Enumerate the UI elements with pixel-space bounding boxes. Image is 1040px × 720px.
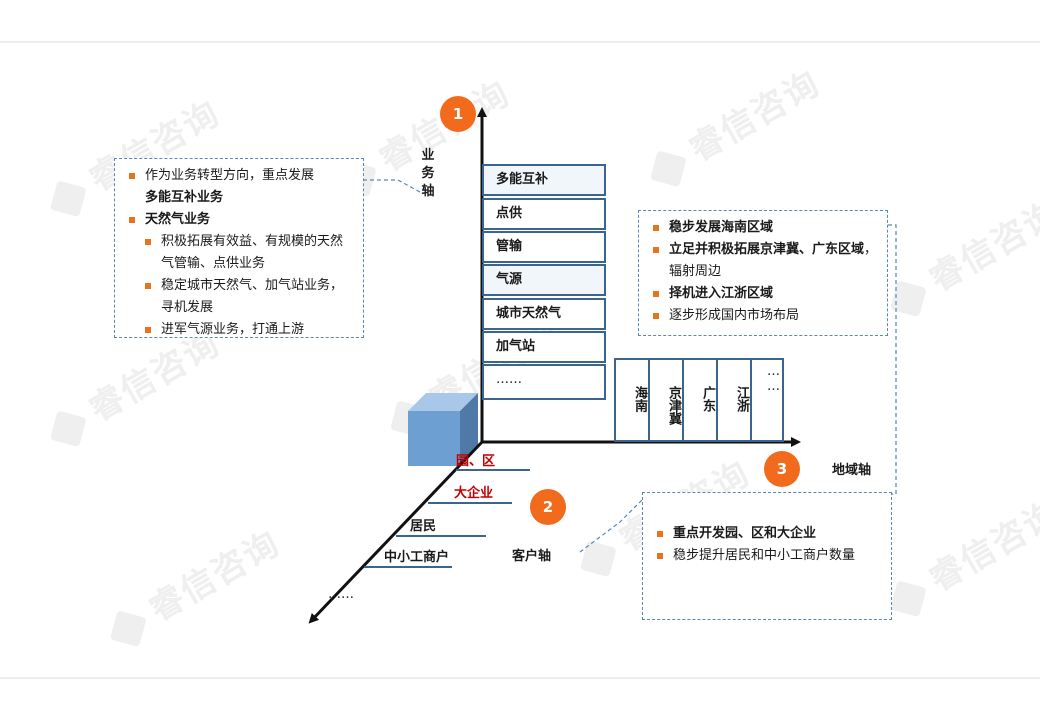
- marker-2: 2: [530, 489, 566, 525]
- customer-strategy-box: 重点开发园、区和大企业 稳步提升居民和中小工商户数量: [642, 492, 892, 620]
- cube-side: [460, 393, 478, 466]
- customer-item: 中小工商户: [384, 550, 450, 565]
- geo-item: ……: [750, 358, 784, 442]
- bullet: 稳步发展海南区域: [647, 217, 879, 239]
- customer-item: 大企业: [454, 486, 494, 501]
- marker-1: 1: [440, 96, 476, 132]
- geo-item: 海南: [614, 358, 650, 442]
- geo-item: 江浙: [716, 358, 752, 442]
- business-item: 管输: [482, 231, 606, 263]
- business-axis-label: 业务轴: [421, 148, 435, 199]
- business-item: ……: [482, 364, 606, 400]
- business-item: 加气站: [482, 331, 606, 363]
- sub-bullet: 积极拓展有效益、有规模的天然气管输、点供业务: [123, 231, 355, 275]
- bullet: 作为业务转型方向，重点发展多能互补业务: [123, 165, 355, 209]
- business-item: 气源: [482, 264, 606, 296]
- geo-item: 广东: [682, 358, 718, 442]
- customer-axis-label: 客户轴: [512, 549, 552, 564]
- business-item: 点供: [482, 198, 606, 230]
- connector-left-box: [363, 179, 421, 193]
- marker-3: 3: [764, 451, 800, 487]
- connector-bottom-box: [579, 499, 643, 553]
- geo-strategy-box: 稳步发展海南区域 立足并积极拓展京津冀、广东区域，辐射周边 择机进入江浙区域 逐…: [638, 210, 888, 336]
- customer-axis-line: [308, 440, 484, 624]
- customer-item: ……: [328, 587, 354, 602]
- bullet: 立足并积极拓展京津冀、广东区域，辐射周边: [647, 239, 879, 283]
- business-strategy-box: 作为业务转型方向，重点发展多能互补业务 天然气业务 积极拓展有效益、有规模的天然…: [114, 158, 364, 338]
- geo-axis-label: 地域轴: [832, 463, 872, 478]
- bullet: 逐步形成国内市场布局: [647, 305, 879, 327]
- geo-item: 京津冀: [648, 358, 684, 442]
- cube-front: [408, 411, 460, 466]
- top-divider: [0, 41, 1040, 43]
- bullet: 择机进入江浙区域: [647, 283, 879, 305]
- sub-bullet: 进军气源业务，打通上游: [123, 319, 355, 341]
- bullet: 天然气业务: [123, 209, 355, 231]
- cube-top: [408, 393, 478, 411]
- sub-bullet: 稳定城市天然气、加气站业务，寻机发展: [123, 275, 355, 319]
- customer-item: 园、区: [456, 454, 496, 469]
- bullet: 稳步提升居民和中小工商户数量: [651, 545, 883, 567]
- business-item: 多能互补: [482, 164, 606, 196]
- customer-item: 居民: [410, 519, 437, 534]
- business-item: 城市天然气: [482, 298, 606, 330]
- bottom-divider: [0, 677, 1040, 679]
- bullet: 重点开发园、区和大企业: [651, 523, 883, 545]
